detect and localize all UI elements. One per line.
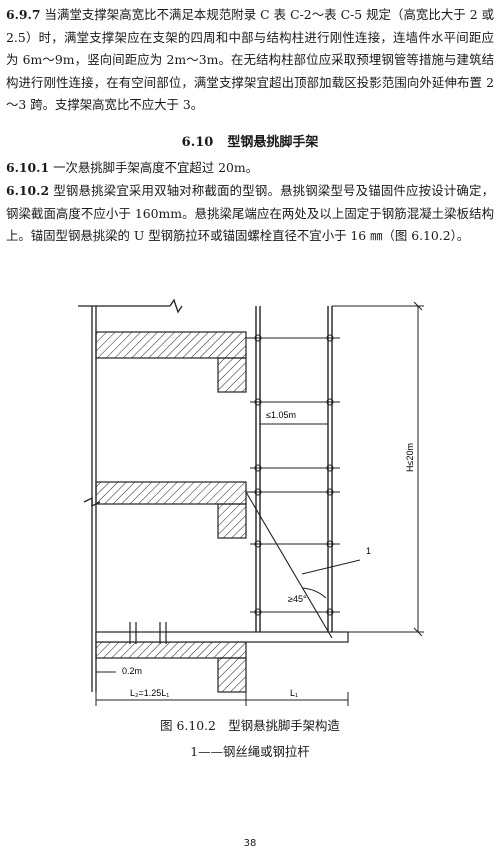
clause-text: 当满堂支撑架高宽比不满足本规范附录 C 表 C-2～表 C-5 规定（高宽比大于…	[6, 7, 494, 112]
offset-label: 0.2m	[122, 666, 142, 676]
floor-slab-lower	[95, 641, 247, 693]
page-number: 38	[243, 838, 257, 849]
clause-number: 6.10.2	[6, 183, 50, 198]
scaffold-ledgers	[250, 334, 340, 616]
clause-number: 6.10.1	[6, 160, 50, 175]
figure-legend: 1——钢丝绳或钢拉杆	[190, 744, 310, 759]
dimension-lengths	[95, 692, 349, 706]
callout-number: 1	[366, 546, 371, 556]
clause-text: 型钢悬挑梁宜采用双轴对称截面的型钢。悬挑钢梁型号及锚固件应按设计确定，钢梁截面高…	[6, 183, 494, 243]
section-number: 6.10	[181, 135, 214, 150]
clause-text: 一次悬挑脚手架高度不宜超过 20m。	[53, 160, 259, 175]
floor-slab-middle	[95, 481, 247, 539]
clause-number: 6.9.7	[6, 7, 41, 22]
floor-slab-upper	[95, 331, 247, 393]
callout-leader	[301, 559, 361, 575]
dimension-spacing	[259, 420, 329, 428]
angle-arc	[301, 587, 327, 599]
figure-caption: 图 6.10.2 型钢悬挑脚手架构造	[160, 718, 340, 733]
section-title-text: 型钢悬挑脚手架	[227, 135, 319, 150]
steel-wire-rope	[245, 491, 333, 639]
l2-label: L₂=1.25L₁	[130, 688, 169, 698]
cantilever-steel-beam	[95, 622, 349, 644]
l1-label: L₁	[290, 688, 298, 698]
section-heading: 6.10 型钢悬挑脚手架	[0, 131, 500, 150]
height-label: H≤20m	[405, 443, 415, 472]
angle-label: ≥45°	[288, 594, 307, 604]
dimension-height	[332, 301, 424, 637]
scaffold-standards	[255, 306, 333, 632]
spacing-label: ≤1.05m	[266, 410, 296, 420]
wall-ties	[246, 337, 256, 493]
cantilever-scaffold-figure: ≥45° 1 ≤1.05m H≤20m 0.2m L₂=1.25L₁ L₁	[78, 298, 424, 706]
